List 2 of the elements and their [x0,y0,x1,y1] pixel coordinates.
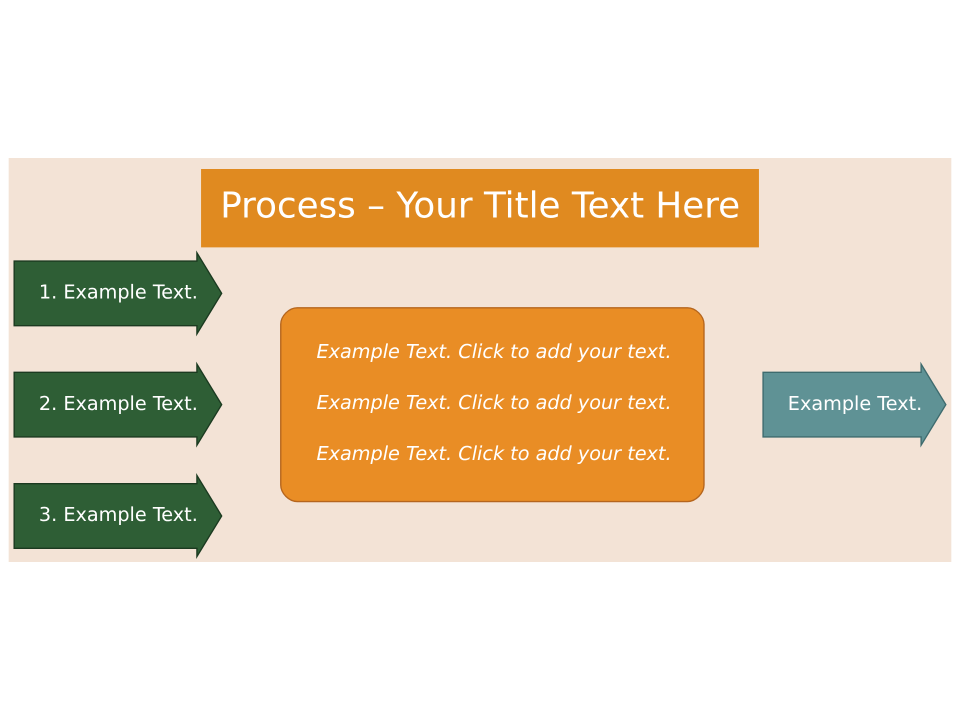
diagram-title: Process – Your Title Text Here [220,186,740,226]
node-box: Example Text. Click to add your text. Example Text. Click to add your text. Example Text. Click to add your text. [280,307,705,502]
